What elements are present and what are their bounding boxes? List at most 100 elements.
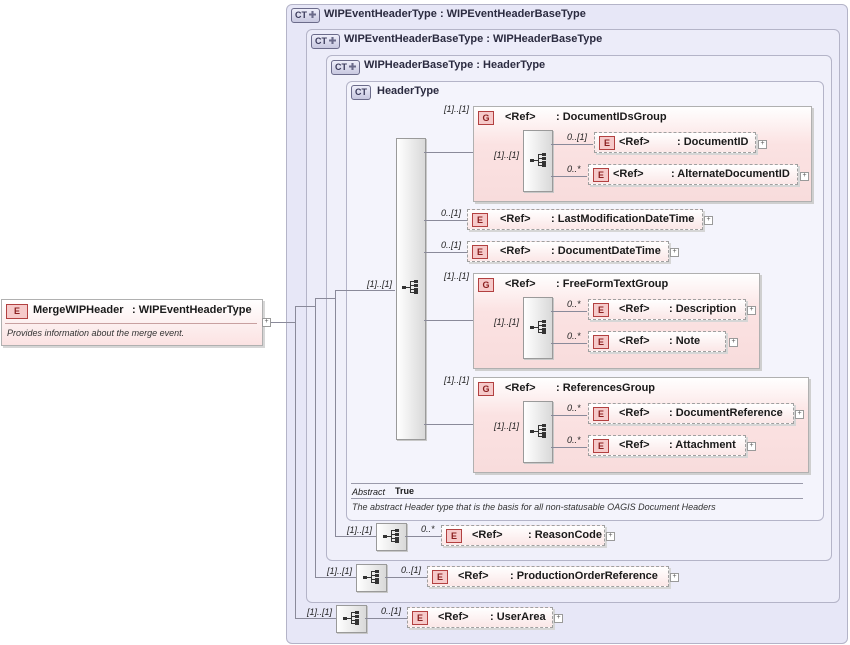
element-badge: E (446, 529, 462, 543)
element-ref: <Ref> (438, 611, 469, 623)
element-ref: <Ref> (500, 213, 531, 225)
connector (335, 536, 376, 537)
element-description[interactable]: E <Ref> : Description (588, 299, 746, 320)
cardinality: [1]..[1] (367, 279, 393, 289)
element-name: : Note (669, 335, 701, 347)
expander[interactable]: + (747, 306, 756, 315)
connector (424, 220, 468, 221)
element-badge: E (6, 304, 28, 319)
root-element-box[interactable]: E MergeWIPHeader : WIPEventHeaderType Pr… (1, 299, 263, 346)
expander[interactable]: + (606, 532, 615, 541)
group-badge: G (478, 111, 494, 125)
element-reasoncode[interactable]: E <Ref> : ReasonCode (441, 525, 605, 546)
cardinality: 0..[1] (441, 240, 462, 250)
group-freeformtextgroup[interactable]: G <Ref> : FreeFormTextGroup (473, 273, 760, 369)
root-expander[interactable]: + (262, 318, 271, 327)
complex-type-badge: CT (291, 8, 320, 23)
connector (315, 577, 356, 578)
connector (295, 306, 296, 618)
element-badge: E (593, 335, 609, 349)
group-documentidsgroup[interactable]: G <Ref> : DocumentIDsGroup (473, 106, 812, 202)
sequence-icon (530, 424, 546, 438)
connector (365, 618, 407, 619)
connector (295, 306, 315, 307)
element-badge: E (472, 213, 488, 227)
group-ref: <Ref> (505, 111, 536, 123)
element-alternatedocumentid[interactable]: E <Ref> : AlternateDocumentID (588, 164, 798, 185)
divider (351, 483, 803, 484)
element-badge: E (432, 570, 448, 584)
element-userarea[interactable]: E <Ref> : UserArea (407, 607, 553, 628)
connector (424, 424, 474, 425)
expander[interactable]: + (795, 410, 804, 419)
ct-title[interactable]: WIPHeaderBaseType : HeaderType (364, 59, 546, 71)
ct-title[interactable]: WIPEventHeaderBaseType : WIPHeaderBaseTy… (344, 33, 603, 45)
element-documentdatetime[interactable]: E <Ref> : DocumentDateTime (467, 241, 669, 262)
abstract-value: True (395, 486, 415, 496)
element-name: : LastModificationDateTime (551, 213, 695, 225)
element-name: : Attachment (669, 439, 736, 451)
element-documentid[interactable]: E <Ref> : DocumentID (594, 132, 756, 153)
expander[interactable]: + (554, 614, 563, 623)
element-badge: E (593, 303, 609, 317)
connector (551, 415, 587, 416)
divider (5, 323, 257, 324)
ct-title[interactable]: WIPEventHeaderType : WIPEventHeaderBaseT… (324, 8, 586, 20)
element-productionorderreference[interactable]: E <Ref> : ProductionOrderReference (427, 566, 669, 587)
connector (551, 447, 587, 448)
expander[interactable]: + (670, 248, 679, 257)
element-ref: <Ref> (619, 407, 650, 419)
cardinality: 0..[1] (381, 606, 402, 616)
cardinality: 0..[1] (401, 565, 422, 575)
group-ref: <Ref> (505, 278, 536, 290)
group-ref: <Ref> (505, 382, 536, 394)
cardinality: [1]..[1] (444, 375, 470, 385)
expander[interactable]: + (704, 216, 713, 225)
expander[interactable]: + (800, 172, 809, 181)
headertype-doc: The abstract Header type that is the bas… (352, 502, 716, 512)
root-element-doc: Provides information about the merge eve… (7, 328, 185, 338)
element-ref: <Ref> (619, 335, 650, 347)
element-name: : Description (669, 303, 737, 315)
element-note[interactable]: E <Ref> : Note (588, 331, 726, 352)
element-ref: <Ref> (619, 303, 650, 315)
root-element-name: MergeWIPHeader (33, 304, 124, 316)
divider (351, 498, 803, 499)
expander[interactable]: + (747, 442, 756, 451)
connector (424, 152, 474, 153)
element-documentreference[interactable]: E <Ref> : DocumentReference (588, 403, 794, 424)
element-name: : DocumentDateTime (551, 245, 661, 257)
cardinality: [1]..[1] (327, 566, 353, 576)
connector (295, 618, 336, 619)
expander[interactable]: + (758, 140, 767, 149)
sequence-icon (402, 280, 418, 294)
element-badge: E (593, 439, 609, 453)
sequence-icon (383, 529, 399, 543)
element-name: : AlternateDocumentID (671, 168, 790, 180)
cardinality: 0..* (567, 164, 581, 174)
connector (551, 311, 587, 312)
cardinality: [1]..[1] (494, 421, 520, 431)
group-sequence[interactable] (523, 130, 553, 192)
connector (271, 322, 295, 323)
complex-type-badge: CT (331, 60, 360, 75)
expander[interactable]: + (729, 338, 738, 347)
ct-title[interactable]: HeaderType (377, 85, 440, 97)
sequence-icon (343, 611, 359, 625)
element-attachment[interactable]: E <Ref> : Attachment (588, 435, 746, 456)
expander[interactable]: + (670, 573, 679, 582)
cardinality: [1]..[1] (307, 607, 333, 617)
complex-type-badge: CT (311, 34, 340, 49)
root-element-type: : WIPEventHeaderType (132, 304, 252, 316)
cardinality: 0..* (567, 331, 581, 341)
cardinality: [1]..[1] (494, 317, 520, 327)
connector (424, 320, 474, 321)
cardinality: [1]..[1] (444, 104, 470, 114)
connector (551, 144, 593, 145)
element-lastmodificationdatetime[interactable]: E <Ref> : LastModificationDateTime (467, 209, 703, 230)
sequence-icon (530, 320, 546, 334)
sequence-icon (530, 153, 546, 167)
connector (335, 290, 395, 291)
element-ref: <Ref> (458, 570, 489, 582)
sequence-icon (363, 570, 379, 584)
